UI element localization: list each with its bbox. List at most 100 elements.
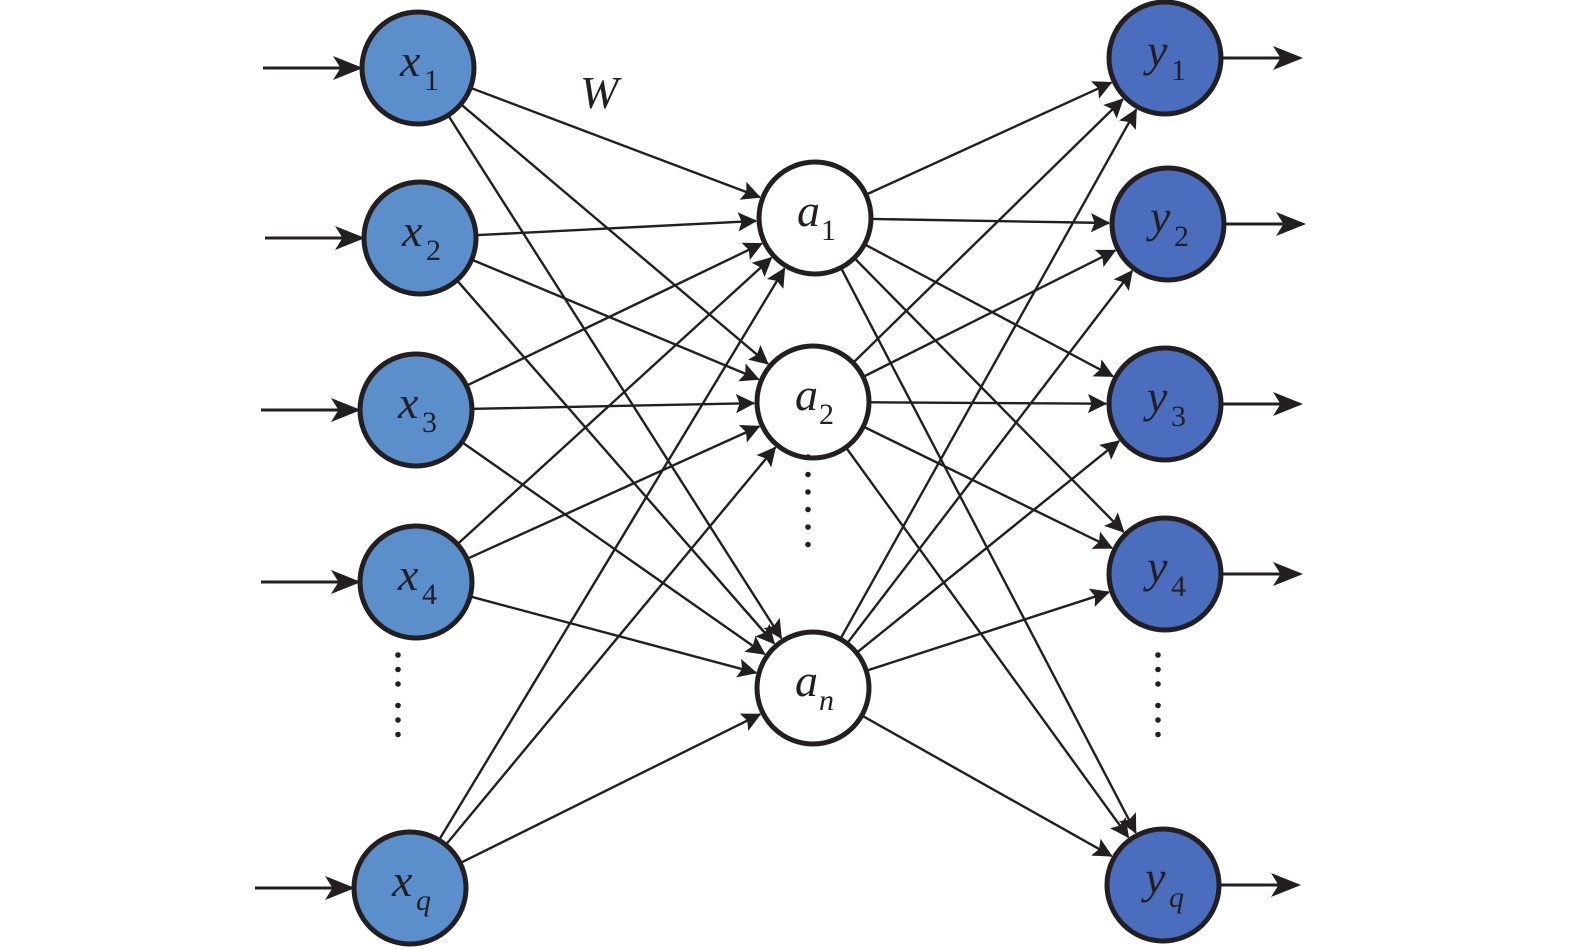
edge-x2-a2 bbox=[473, 259, 760, 382]
edge-a1-y1 bbox=[867, 81, 1113, 195]
output-node-circle bbox=[1104, 826, 1222, 944]
edge-a2-y3 bbox=[870, 393, 1108, 414]
edge-xq-a2 bbox=[446, 446, 777, 845]
edge-a1-yq bbox=[840, 268, 1137, 834]
edge-x1-a2 bbox=[461, 104, 769, 365]
ellipsis-dot bbox=[805, 524, 811, 530]
node-subscript-y4: 4 bbox=[1171, 570, 1186, 603]
edge-x2-a1 bbox=[477, 212, 758, 237]
node-subscript-an: n bbox=[819, 684, 834, 717]
node-subscript-x1: 1 bbox=[424, 64, 439, 97]
ellipsis-dot bbox=[1155, 717, 1161, 723]
edge-a2-y4 bbox=[864, 426, 1114, 550]
ellipsis-dot bbox=[1155, 681, 1161, 687]
edge-an-y1 bbox=[840, 108, 1138, 638]
output-node-circle bbox=[1106, 515, 1224, 633]
edge-a1-y2 bbox=[872, 213, 1111, 233]
edge-x3-a1 bbox=[467, 242, 763, 386]
ellipsis-dot bbox=[1155, 702, 1161, 709]
input-node-circle bbox=[357, 351, 475, 469]
connection-edges bbox=[438, 81, 1138, 864]
ellipsis-dot bbox=[1155, 731, 1161, 738]
node-label-y2: y bbox=[1146, 191, 1171, 242]
hidden-ellipsis bbox=[805, 454, 811, 548]
output-node-circle bbox=[1109, 165, 1227, 283]
node-label-a2: a bbox=[795, 369, 818, 420]
node-subscript-x2: 2 bbox=[426, 234, 441, 267]
input-node-circle bbox=[357, 523, 475, 641]
ellipsis-dot bbox=[395, 702, 401, 709]
ellipsis-dot bbox=[805, 489, 811, 495]
node-subscript-y1: 1 bbox=[1171, 54, 1186, 87]
node-label-x4: x bbox=[397, 549, 419, 600]
input-ellipsis bbox=[395, 652, 401, 738]
ellipsis-dot bbox=[805, 471, 811, 478]
edge-a2-y1 bbox=[853, 98, 1124, 363]
node-label-x2: x bbox=[401, 205, 423, 256]
edge-a2-yq bbox=[846, 448, 1130, 839]
output-node-circle bbox=[1106, 0, 1224, 117]
node-subscript-x4: 4 bbox=[422, 578, 437, 611]
ellipsis-dot bbox=[805, 454, 811, 460]
ellipsis-dot bbox=[1155, 652, 1161, 658]
ellipsis-dot bbox=[805, 541, 811, 548]
edge-x2-an bbox=[457, 280, 776, 645]
edge-xq-a1 bbox=[438, 267, 786, 839]
node-subscript-y2: 2 bbox=[1174, 220, 1189, 253]
input-node-circle bbox=[361, 179, 479, 297]
io-arrows bbox=[255, 46, 1306, 900]
edge-a2-y2 bbox=[864, 249, 1117, 378]
ellipsis-dot bbox=[805, 506, 811, 513]
edge-x1-an bbox=[448, 116, 783, 640]
edge-an-y3 bbox=[857, 440, 1121, 653]
node-label-y3: y bbox=[1143, 371, 1168, 422]
edge-an-y2 bbox=[847, 269, 1134, 643]
node-subscript-y3: 3 bbox=[1171, 400, 1186, 433]
edge-x3-a2 bbox=[473, 393, 756, 414]
ellipsis-dot bbox=[395, 666, 401, 673]
node-subscript-x3: 3 bbox=[422, 406, 437, 439]
edge-x4-a2 bbox=[468, 425, 761, 560]
output-ellipsis bbox=[1155, 652, 1161, 738]
node-label-a1: a bbox=[797, 185, 820, 236]
node-label-yq: y bbox=[1141, 852, 1166, 903]
node-label-y4: y bbox=[1143, 541, 1168, 592]
node-label-y1: y bbox=[1143, 25, 1168, 76]
input-node-circle bbox=[351, 829, 469, 947]
hidden-node-circle bbox=[756, 159, 874, 277]
edge-x4-a1 bbox=[458, 256, 773, 544]
node-label-xq: x bbox=[391, 855, 413, 906]
edge-a1-y3 bbox=[865, 244, 1114, 378]
hidden-node-circle bbox=[754, 629, 872, 747]
node-subscript-a2: 2 bbox=[819, 398, 834, 431]
node-subscript-a1: 1 bbox=[821, 214, 836, 247]
node-subscript-xq: q bbox=[416, 884, 431, 917]
node-label-an: a bbox=[795, 655, 818, 706]
hidden-node-circle bbox=[754, 343, 872, 461]
weight-label: W bbox=[580, 67, 622, 118]
ellipsis-dot bbox=[395, 717, 401, 723]
ellipsis-dot bbox=[395, 652, 401, 658]
ellipsis-dot bbox=[395, 731, 401, 738]
edge-xq-an bbox=[461, 713, 762, 864]
ellipsis-dot bbox=[395, 681, 401, 687]
ellipsis-dots bbox=[395, 454, 1161, 738]
input-node-circle bbox=[359, 9, 477, 127]
edge-x4-an bbox=[471, 595, 758, 678]
ellipsis-dot bbox=[1155, 666, 1161, 673]
edge-a1-y4 bbox=[854, 258, 1125, 533]
